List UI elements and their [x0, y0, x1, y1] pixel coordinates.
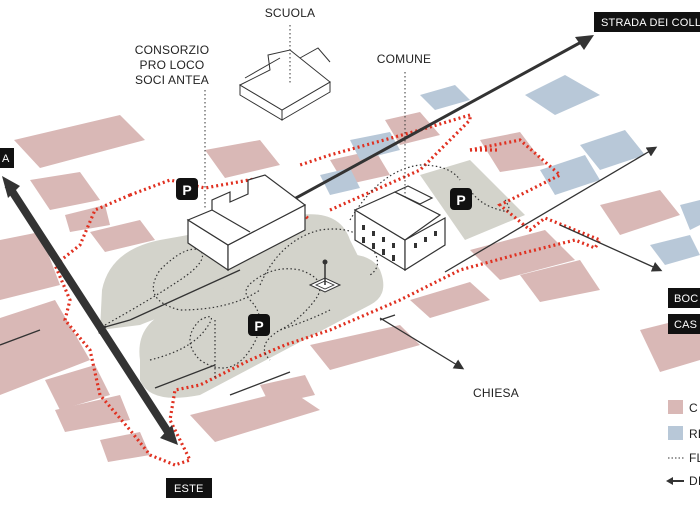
existing-buildings — [0, 112, 700, 462]
legend-label-3: FL — [689, 451, 700, 465]
svg-text:A: A — [2, 153, 10, 165]
school-building — [238, 47, 331, 121]
parking-badge-1: P — [176, 178, 198, 200]
svg-text:STRADA DEI COLL: STRADA DEI COLL — [601, 17, 700, 29]
leader-lines — [204, 25, 406, 210]
consorzio-building — [186, 174, 307, 272]
parking-symbol: P — [254, 318, 263, 334]
label-consorzio-line1: CONSORZIO — [135, 43, 209, 57]
comune-windows — [362, 225, 437, 261]
svg-text:ESTE: ESTE — [174, 483, 204, 495]
legend-label-2: RE — [689, 427, 700, 441]
tag-strada-dei-colli: STRADA DEI COLL — [594, 12, 700, 32]
legend-swatch-residential — [668, 426, 683, 440]
label-consorzio-line3: SOCI ANTEA — [135, 73, 209, 87]
svg-text:CAS: CAS — [674, 319, 697, 331]
tag-cas: CAS — [668, 314, 700, 334]
label-scuola: SCUOLA — [265, 6, 316, 20]
legend: C RE FL DI — [666, 400, 700, 488]
legend-swatch-existing — [668, 400, 683, 414]
parking-symbol: P — [456, 192, 465, 208]
label-consorzio-line2: PRO LOCO — [140, 58, 205, 72]
tag-boc: BOC — [668, 288, 700, 308]
svg-text:BOC: BOC — [674, 293, 698, 305]
label-chiesa: CHIESA — [473, 386, 519, 400]
parking-badge-3: P — [248, 314, 270, 336]
legend-label-4: DI — [689, 474, 700, 488]
parking-badge-2: P — [450, 188, 472, 210]
tag-left-edge: A — [0, 148, 14, 168]
flow-paths — [104, 164, 510, 380]
tag-este: ESTE — [166, 478, 212, 498]
monument-icon — [308, 259, 342, 293]
label-comune: COMUNE — [377, 52, 432, 66]
residential-buildings — [320, 75, 700, 265]
comune-building — [353, 185, 446, 272]
legend-arrowhead-icon — [666, 477, 673, 485]
parking-symbol: P — [182, 182, 191, 198]
legend-label-1: C — [689, 401, 698, 415]
